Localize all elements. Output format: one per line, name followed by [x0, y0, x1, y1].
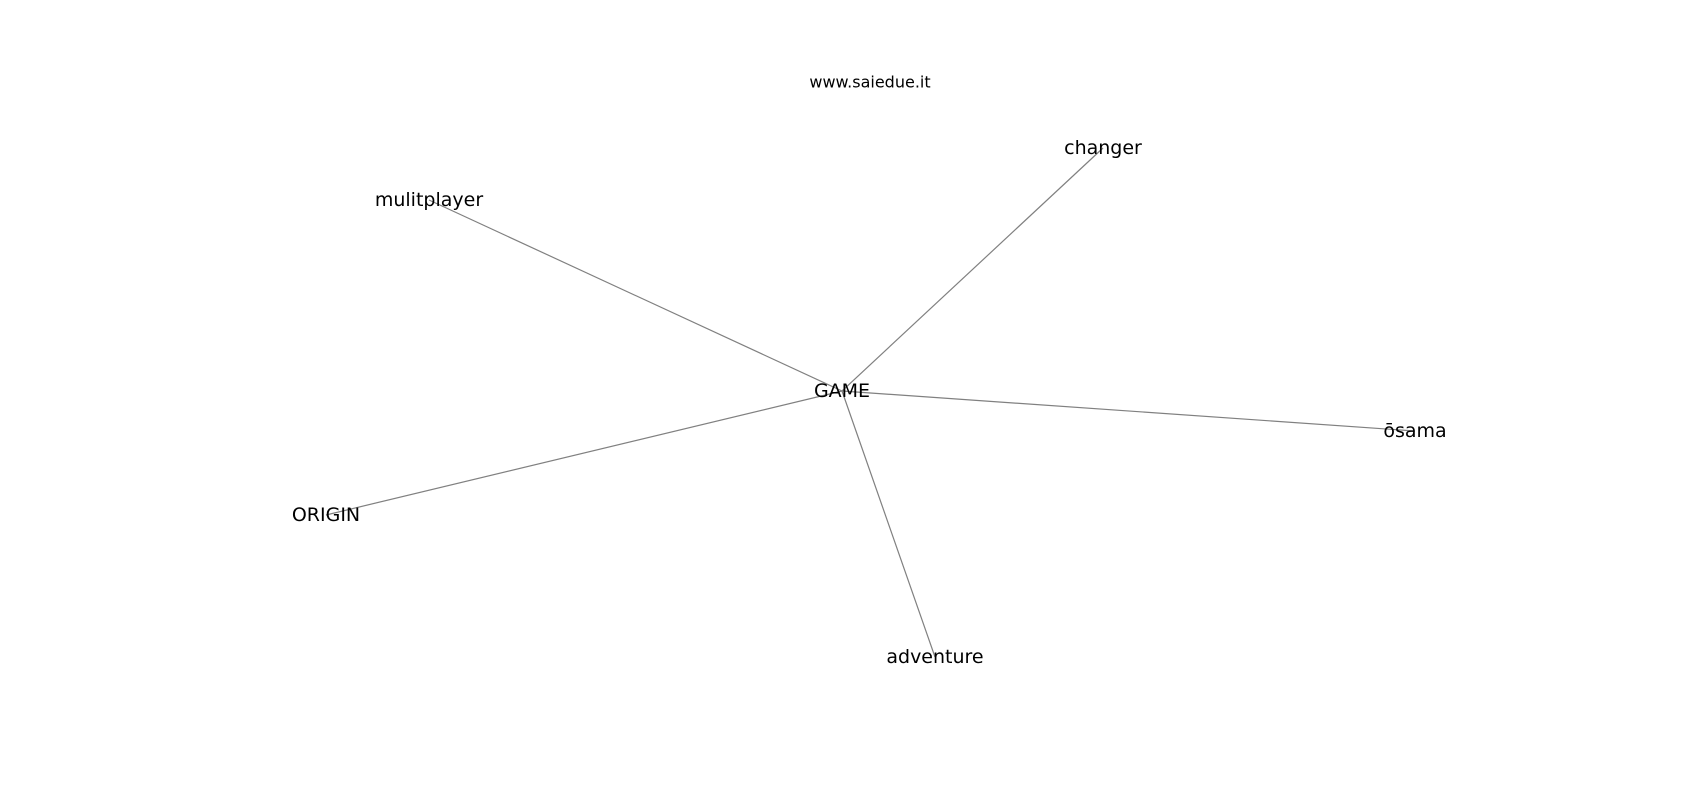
node-label-changer: changer — [1064, 137, 1142, 159]
edge-game-mulitplayer — [428, 199, 843, 392]
edge-game-origin — [325, 390, 843, 516]
node-label-mulitplayer: mulitplayer — [375, 189, 483, 211]
node-label-adventure: adventure — [886, 646, 983, 668]
node-label-origin: ORIGIN — [292, 504, 360, 526]
edge-game-osama — [841, 390, 1416, 432]
watermark-text: www.saiedue.it — [809, 72, 931, 92]
edge-game-adventure — [841, 390, 936, 658]
edge-game-changer — [841, 147, 1104, 392]
node-label-game: GAME — [814, 380, 870, 402]
node-label-osama: ōsama — [1383, 420, 1446, 442]
edges-layer — [325, 147, 1416, 658]
